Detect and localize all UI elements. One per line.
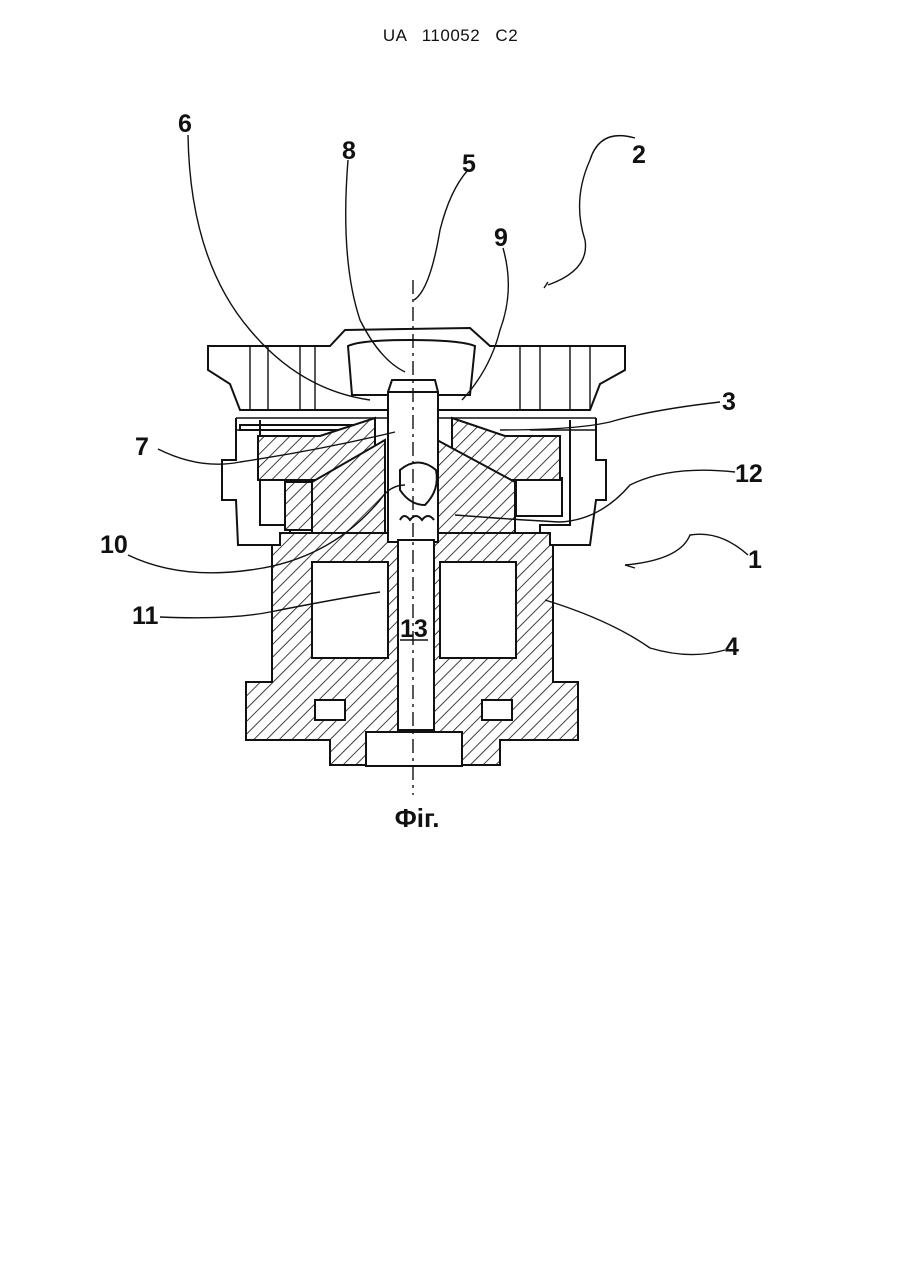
label-1: 1 (748, 546, 762, 574)
label-3: 3 (722, 388, 736, 416)
label-7: 7 (135, 433, 149, 461)
label-13: 13 (400, 615, 428, 643)
label-10: 10 (100, 531, 128, 559)
label-2: 2 (632, 141, 646, 169)
label-6: 6 (178, 110, 192, 138)
label-9: 9 (494, 224, 508, 252)
technical-drawing: 6 8 5 2 9 3 7 12 10 1 11 13 4 (0, 0, 901, 900)
label-12: 12 (735, 460, 763, 488)
label-5: 5 (462, 150, 476, 178)
figure-caption: Фіг. (0, 803, 834, 834)
label-11: 11 (132, 602, 159, 630)
label-8: 8 (342, 137, 356, 165)
label-4: 4 (725, 633, 739, 661)
